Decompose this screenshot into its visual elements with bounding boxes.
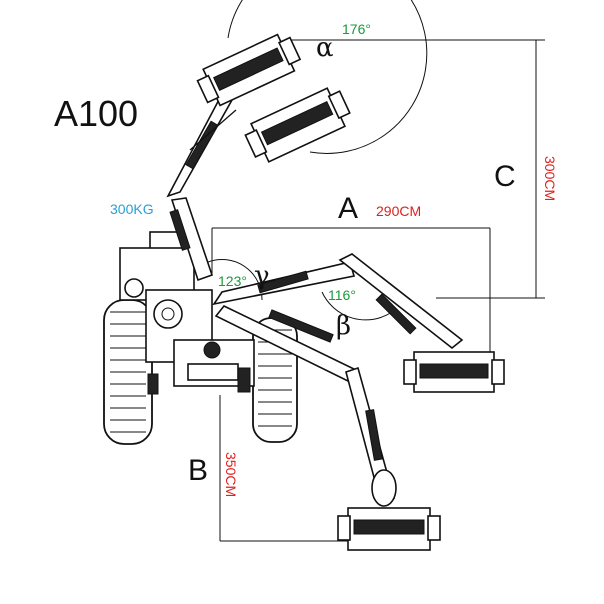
- model-label: A100: [54, 93, 138, 134]
- angle-gamma-symbol: γ: [254, 261, 270, 291]
- angle-beta-symbol: β: [336, 311, 351, 341]
- load-label: 300KG: [110, 201, 154, 217]
- dimension-lines: [211, 39, 545, 542]
- angle-beta-value: 116°: [328, 287, 356, 303]
- dimension-a-value: 290CM: [376, 203, 421, 219]
- dimension-c-letter: C: [494, 160, 516, 193]
- middle-boom: [212, 253, 464, 350]
- dimension-b-value: 350CM: [223, 452, 239, 497]
- lower-boom: [214, 305, 397, 507]
- upper-mower-heads: [196, 33, 351, 163]
- angle-alpha-symbol: α: [316, 33, 334, 63]
- dimension-b-letter: B: [188, 454, 208, 487]
- angle-alpha-value: 176°: [342, 21, 371, 37]
- lower-mower-head: [337, 507, 441, 551]
- dimension-a-letter: A: [338, 192, 358, 225]
- middle-mower-head: [403, 351, 505, 393]
- dimension-c-value: 300CM: [542, 156, 558, 201]
- angle-gamma-value: 123°: [218, 273, 247, 289]
